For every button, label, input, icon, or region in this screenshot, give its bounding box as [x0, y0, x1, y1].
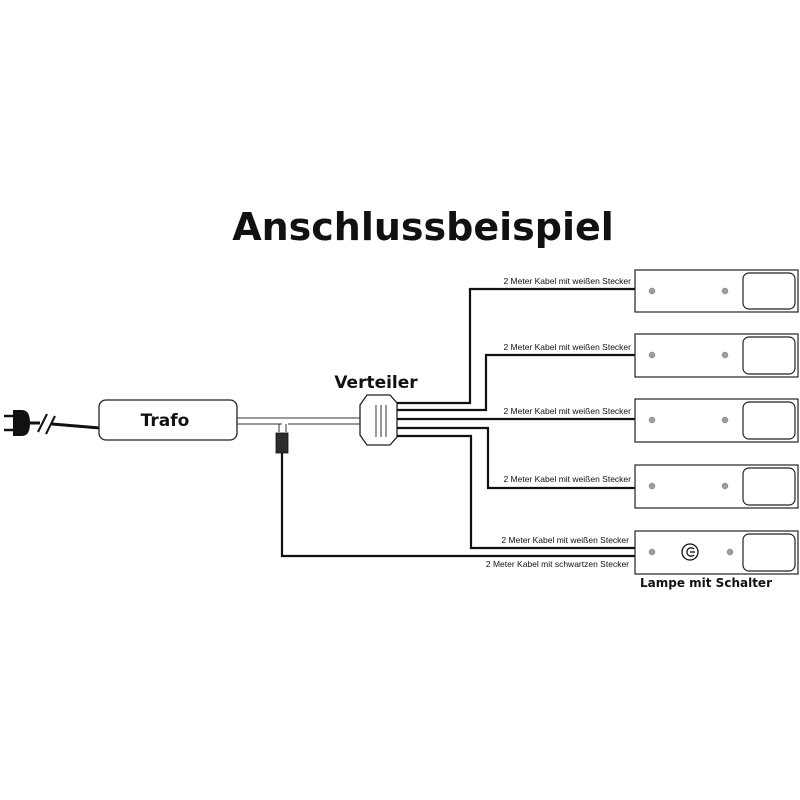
lamp-2 — [634, 333, 799, 378]
cable-path-4 — [397, 426, 635, 490]
cable-label-1: 2 Meter Kabel mit weißen Stecker — [503, 276, 631, 286]
black-cable — [280, 453, 635, 558]
black-connector — [275, 432, 289, 454]
power-plug-icon — [4, 410, 30, 436]
trafo-output-cable — [237, 417, 360, 432]
cable-break-icon — [37, 413, 56, 435]
mains-cable — [30, 421, 101, 430]
lamp-4 — [634, 464, 799, 509]
verteiler-box — [359, 394, 398, 446]
lamp-3 — [634, 398, 799, 443]
switch-lamp-label: Lampe mit Schalter — [640, 576, 772, 590]
power-switch-icon — [681, 543, 699, 561]
cable-path-1 — [397, 287, 635, 405]
lamp-1 — [634, 269, 799, 313]
lamp-5-switch — [634, 530, 799, 575]
trafo-label: Trafo — [141, 411, 190, 431]
trafo-box — [98, 399, 238, 441]
black-cable-label: 2 Meter Kabel mit schwartzen Stecker — [486, 559, 629, 569]
cable-label-5: 2 Meter Kabel mit weißen Stecker — [501, 535, 629, 545]
cable-path-5 — [397, 434, 635, 550]
cable-label-2: 2 Meter Kabel mit weißen Stecker — [503, 342, 631, 352]
cable-path-2 — [397, 353, 635, 412]
cable-label-3: 2 Meter Kabel mit weißen Stecker — [503, 406, 631, 416]
verteiler-label: Verteiler — [334, 373, 418, 393]
diagram-title: Anschlussbeispiel — [232, 205, 614, 249]
cable-label-4: 2 Meter Kabel mit weißen Stecker — [503, 474, 631, 484]
